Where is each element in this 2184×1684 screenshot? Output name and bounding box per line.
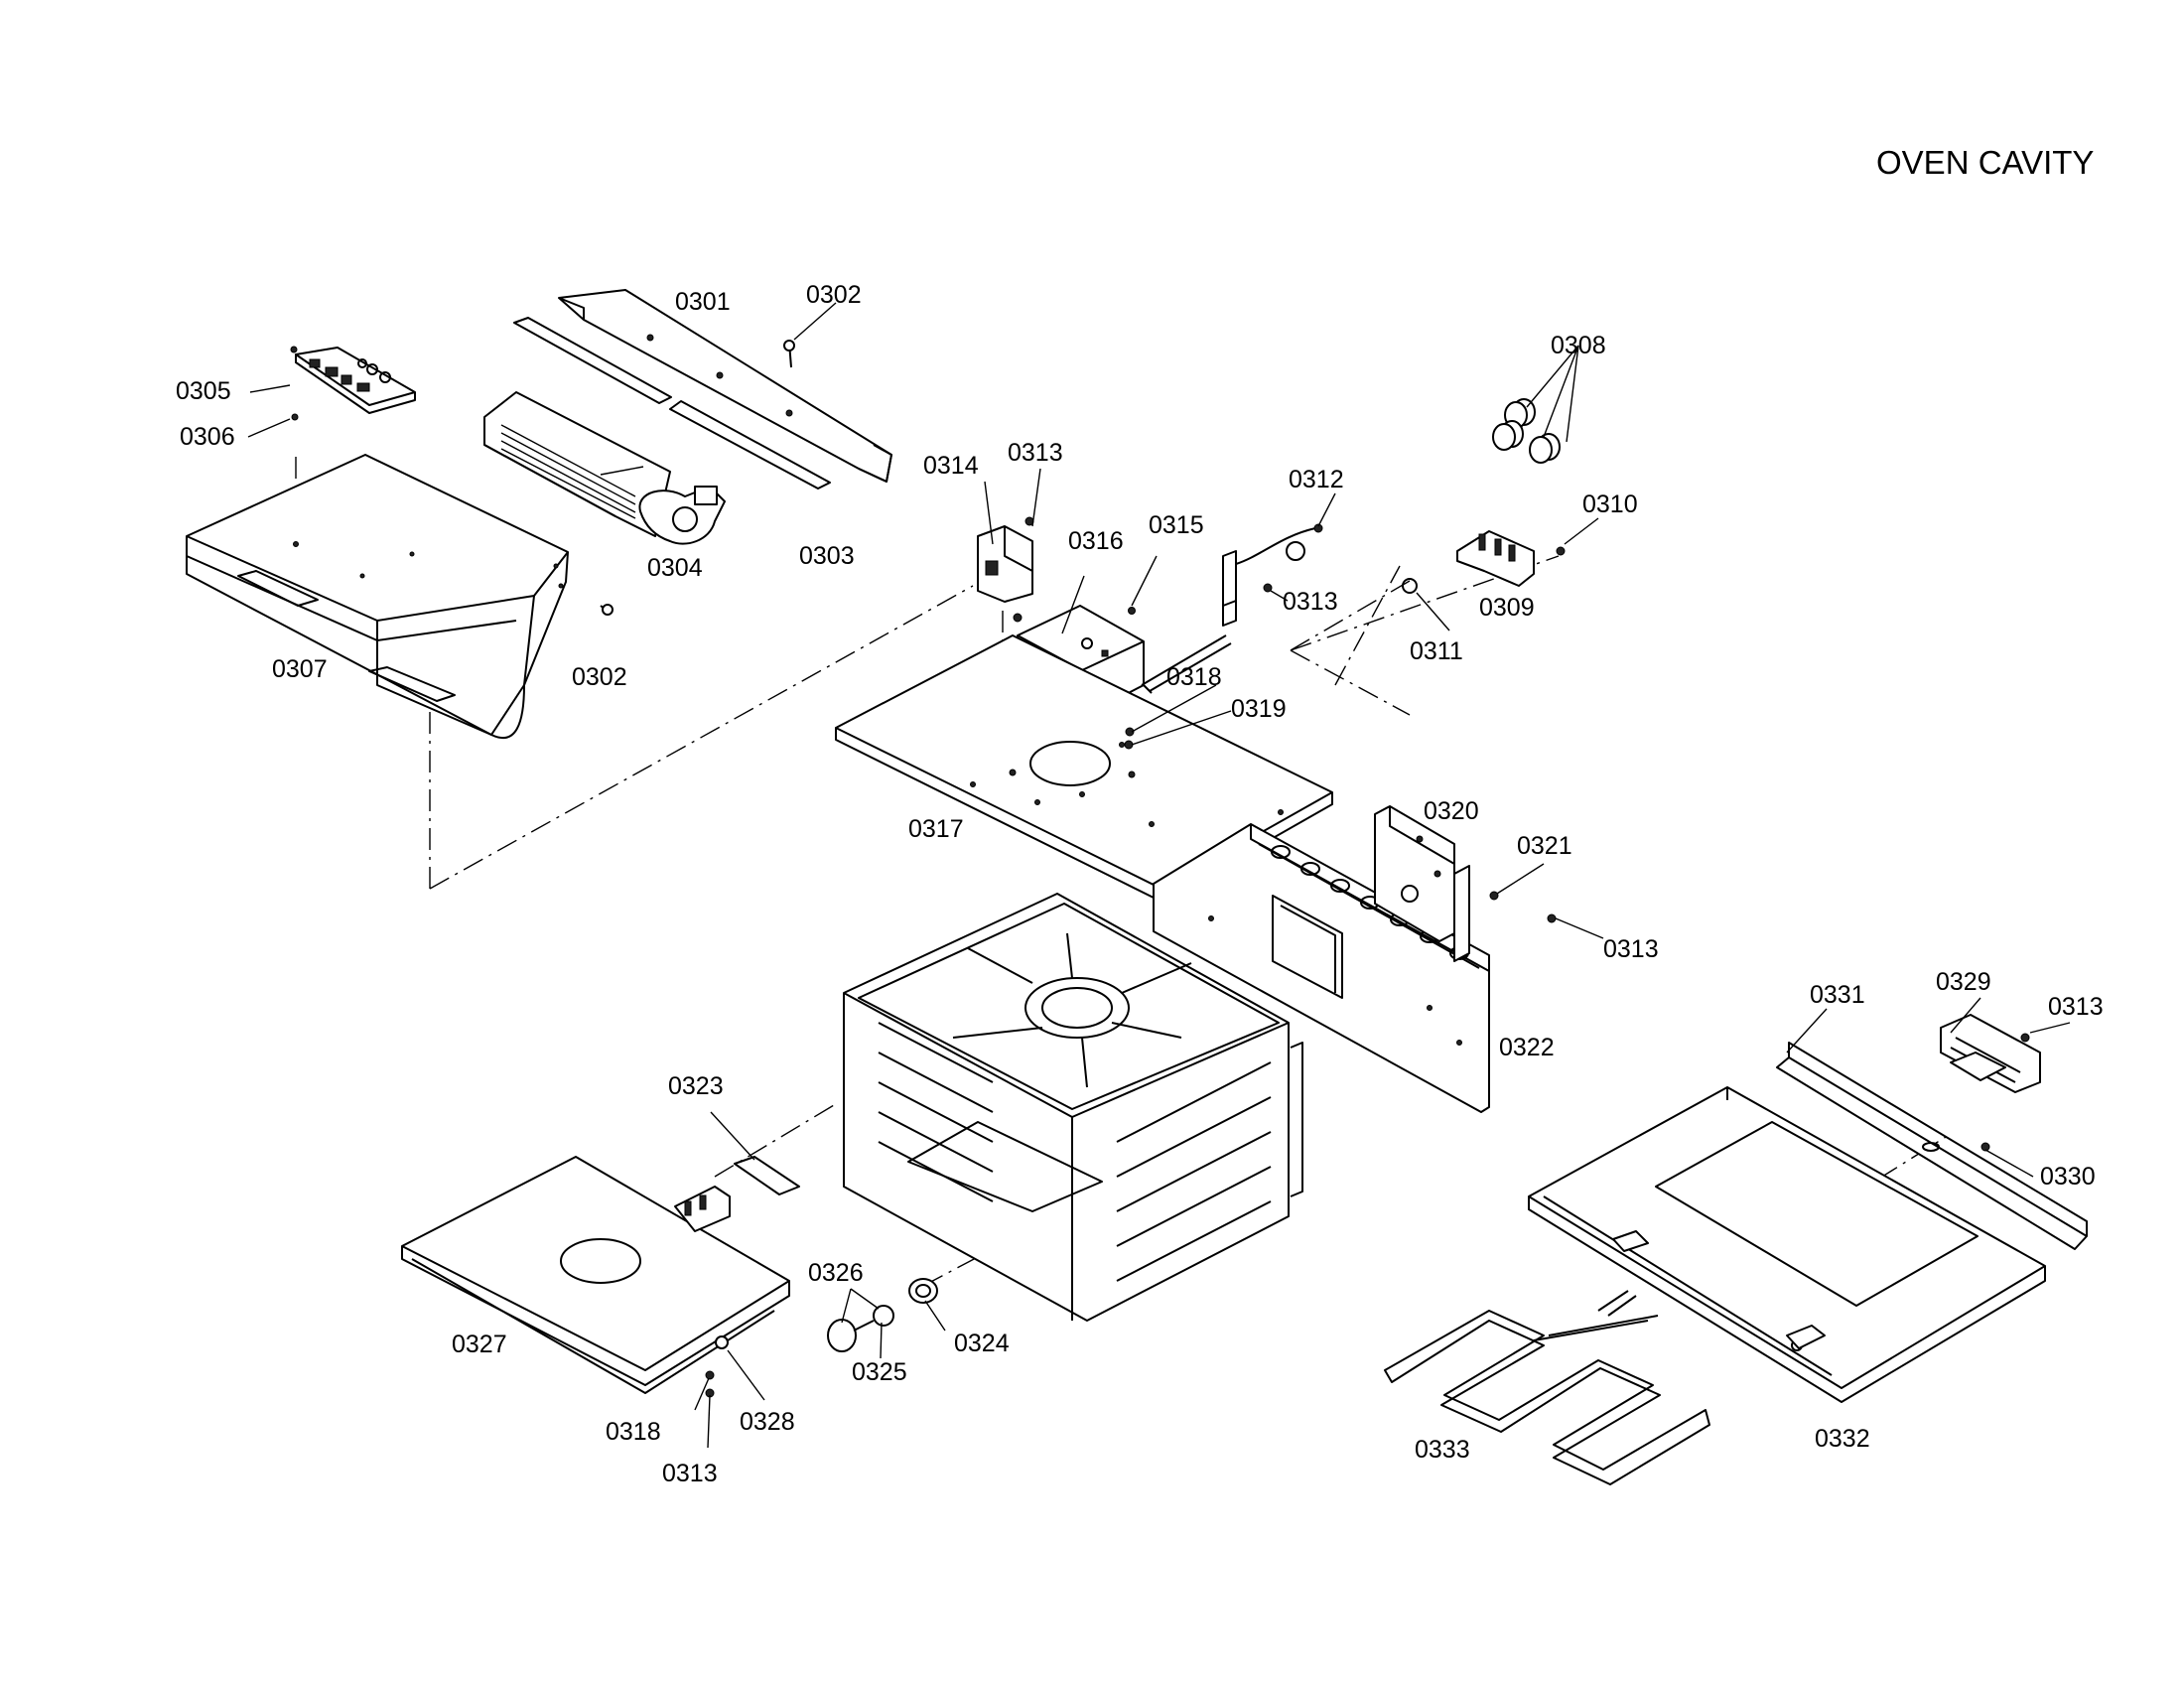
callout-0322: 0322 [1499, 1034, 1555, 1061]
callout-0331: 0331 [1810, 981, 1865, 1009]
callout-0313-transformer: 0313 [1008, 439, 1063, 467]
callout-0315: 0315 [1149, 511, 1204, 539]
diagram-title: OVEN CAVITY [1876, 144, 2094, 181]
seal-strips-0303 [513, 317, 831, 490]
callout-0310: 0310 [1582, 491, 1638, 518]
bracket-0329 [1940, 1014, 2041, 1093]
callout-0323: 0323 [668, 1072, 724, 1100]
callout-0333: 0333 [1415, 1436, 1470, 1464]
callout-0312: 0312 [1289, 466, 1344, 493]
screws-0313-0318-bottom [705, 1370, 715, 1398]
duct-cover-0301 [558, 289, 892, 483]
callout-0332: 0332 [1815, 1425, 1870, 1453]
callout-0320: 0320 [1424, 797, 1479, 825]
gasket-0323 [734, 1156, 800, 1195]
light-ring-0324 [908, 1278, 938, 1304]
leader-lines [247, 302, 2071, 1449]
callout-0325: 0325 [852, 1358, 907, 1386]
callout-0305: 0305 [176, 377, 231, 405]
callout-0302-duct: 0302 [572, 663, 627, 691]
callout-0307: 0307 [272, 655, 328, 683]
callout-0301: 0301 [675, 288, 731, 316]
callout-labels: 0301 0302 0302 0303 0304 0305 0306 0307 … [176, 281, 2104, 1487]
callout-0324: 0324 [954, 1330, 1010, 1357]
callout-0311: 0311 [1410, 637, 1463, 665]
callout-0319: 0319 [1231, 695, 1287, 723]
callout-0327: 0327 [452, 1331, 507, 1358]
callout-0317: 0317 [908, 815, 964, 843]
knobs-0308 [1492, 398, 1561, 464]
screws-0302 [600, 340, 795, 616]
callout-0304: 0304 [647, 554, 703, 582]
callout-0308: 0308 [1551, 332, 1606, 359]
terminal-block-0309 [1402, 530, 1535, 594]
callout-0306: 0306 [180, 423, 235, 451]
callout-0313-bracket: 0313 [2048, 993, 2104, 1021]
callout-0329: 0329 [1936, 968, 1991, 996]
screws-0313-0330 [1980, 1033, 2030, 1152]
control-board-0305 [290, 346, 416, 421]
transformer-0314 [977, 525, 1033, 603]
bake-element-0333 [1384, 1290, 1710, 1485]
callout-0314: 0314 [923, 452, 979, 480]
rear-panel-0322 [1153, 823, 1490, 1113]
air-duct-0307 [186, 454, 569, 740]
light-assembly-0325-0326 [827, 1305, 894, 1352]
callout-0326: 0326 [808, 1259, 864, 1287]
callout-0330: 0330 [2040, 1163, 2096, 1191]
screws-0313-0318-0319 [1013, 516, 1566, 923]
bracket-0320 [1374, 805, 1470, 962]
blower-0304 [483, 391, 726, 545]
callout-0318-top: 0318 [1166, 663, 1222, 691]
callout-0316: 0316 [1068, 527, 1124, 555]
callout-0302-top: 0302 [806, 281, 862, 309]
callout-0313-rear: 0313 [1603, 935, 1659, 963]
callout-0313-bottom: 0313 [662, 1460, 718, 1487]
callout-0309: 0309 [1479, 594, 1535, 622]
bottom-cover-0327 [401, 1156, 790, 1394]
callout-0328: 0328 [740, 1408, 795, 1436]
callout-0313-sensor: 0313 [1283, 588, 1338, 616]
sensor-0315 [1141, 523, 1323, 692]
bottom-tray-0332 [1528, 1086, 2046, 1403]
callout-0303: 0303 [799, 542, 855, 570]
callout-0321: 0321 [1517, 832, 1572, 860]
callout-0318-bottom: 0318 [606, 1418, 661, 1446]
oven-cavity-box [843, 893, 1303, 1322]
